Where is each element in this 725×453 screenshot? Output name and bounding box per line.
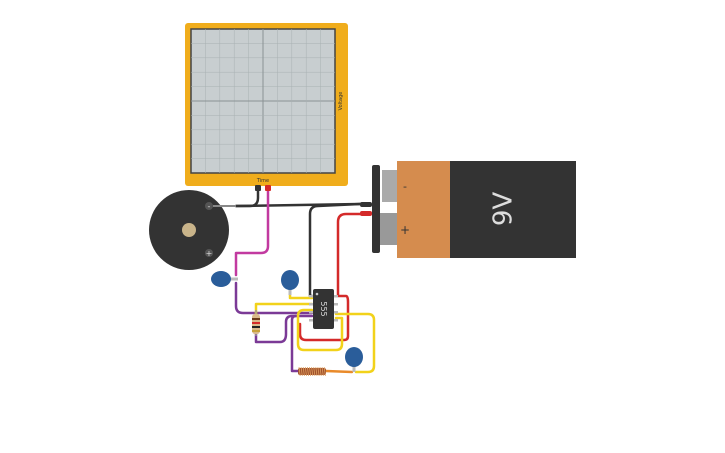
inductor-coil-turn xyxy=(321,366,324,377)
battery-label-band xyxy=(397,161,453,258)
resistor[interactable] xyxy=(252,310,260,336)
piezo-positive-symbol: + xyxy=(206,249,213,258)
capacitor-left-body xyxy=(211,271,231,287)
ic-pin-left xyxy=(309,295,314,298)
ic-pins xyxy=(309,295,338,322)
battery-positive-symbol: + xyxy=(400,223,410,237)
oscilloscope-x-axis-label: Time xyxy=(256,178,269,184)
battery-voltage-label: 9V xyxy=(489,192,519,227)
oscilloscope-probe-negative[interactable] xyxy=(255,185,261,191)
battery-terminal-positive xyxy=(380,213,398,245)
oscilloscope-grid xyxy=(191,29,335,173)
ic-body xyxy=(313,289,334,329)
inductor-coil-turn xyxy=(315,366,318,377)
capacitor-left[interactable] xyxy=(211,271,238,287)
wire-black-scope-to-battery[interactable] xyxy=(234,186,260,208)
timer-ic-555[interactable]: 555 xyxy=(309,289,338,329)
ic-pin-left xyxy=(309,303,314,306)
resistor-band-3 xyxy=(252,326,260,328)
battery-terminal-negative xyxy=(382,170,398,202)
piezo-positive-terminal xyxy=(205,249,213,257)
inductor-coils xyxy=(298,366,326,377)
wire-purple-resistor-to-ic[interactable] xyxy=(254,314,314,344)
ic-label: 555 xyxy=(319,301,328,316)
battery-lead-negative xyxy=(360,202,372,207)
inductor-coil-turn xyxy=(317,366,320,377)
wire-magenta-scope-to-capacitor[interactable] xyxy=(234,186,270,277)
inductor-coil-turn xyxy=(304,366,307,377)
piezo-buzzer[interactable]: - + xyxy=(149,190,236,270)
battery-body xyxy=(450,161,576,258)
wire-black-ic-to-battery[interactable] xyxy=(308,202,362,298)
inductor-coil-turn xyxy=(313,366,316,377)
piezo-center xyxy=(182,223,196,237)
ic-pin-right xyxy=(333,303,338,306)
wire-purple-inductor-to-ic[interactable] xyxy=(290,314,300,373)
inductor-coil-turn xyxy=(300,366,303,377)
inductor-coil-turn xyxy=(319,366,322,377)
inductor-coil-turn xyxy=(311,366,314,377)
inductor-coil-turn xyxy=(302,366,305,377)
ic-pin-left xyxy=(309,311,314,314)
inductor-coil-turn xyxy=(298,366,301,377)
resistor-band-1 xyxy=(252,318,260,320)
resistor-band-2 xyxy=(252,322,260,324)
wire-yellow-capacitor-to-ic[interactable] xyxy=(288,290,314,300)
wire-yellow-ic-to-capacitor[interactable] xyxy=(334,312,376,374)
resistor-band-4 xyxy=(252,330,260,332)
ic-pin-left xyxy=(309,319,314,322)
battery-negative-symbol: - xyxy=(403,180,407,193)
oscilloscope-probe-positive[interactable] xyxy=(265,185,271,191)
wire-red-battery-to-ic[interactable] xyxy=(298,212,364,342)
ic-pin-right xyxy=(333,319,338,322)
piezo-negative-symbol: - xyxy=(208,202,211,211)
capacitor-bottom-body xyxy=(345,347,363,367)
inductor[interactable] xyxy=(298,366,326,377)
inductor-coil-turn xyxy=(323,366,326,377)
ic-pin-right xyxy=(333,295,338,298)
capacitor-middle[interactable] xyxy=(281,270,299,295)
wire-yellow-ic-loop[interactable] xyxy=(296,308,344,352)
ic-pin1-marker xyxy=(315,292,319,296)
capacitor-middle-body xyxy=(281,270,299,290)
inductor-coil-turn xyxy=(307,366,309,377)
battery-lead-positive xyxy=(360,211,372,216)
piezo-negative-terminal xyxy=(205,202,213,210)
oscilloscope-y-axis-label: Voltage xyxy=(338,92,344,111)
wire-orange-inductor-to-capacitor[interactable] xyxy=(324,369,354,374)
ic-pin-right xyxy=(333,311,338,314)
inductor-coil-turn xyxy=(309,366,312,377)
battery-snap-clip xyxy=(372,165,380,253)
wires xyxy=(234,186,376,374)
capacitor-bottom[interactable] xyxy=(345,347,363,372)
oscilloscope[interactable]: Time Voltage xyxy=(185,23,348,191)
wire-purple-capacitor-to-ic[interactable] xyxy=(234,281,314,315)
battery-9v[interactable]: - + 9V xyxy=(360,161,576,258)
